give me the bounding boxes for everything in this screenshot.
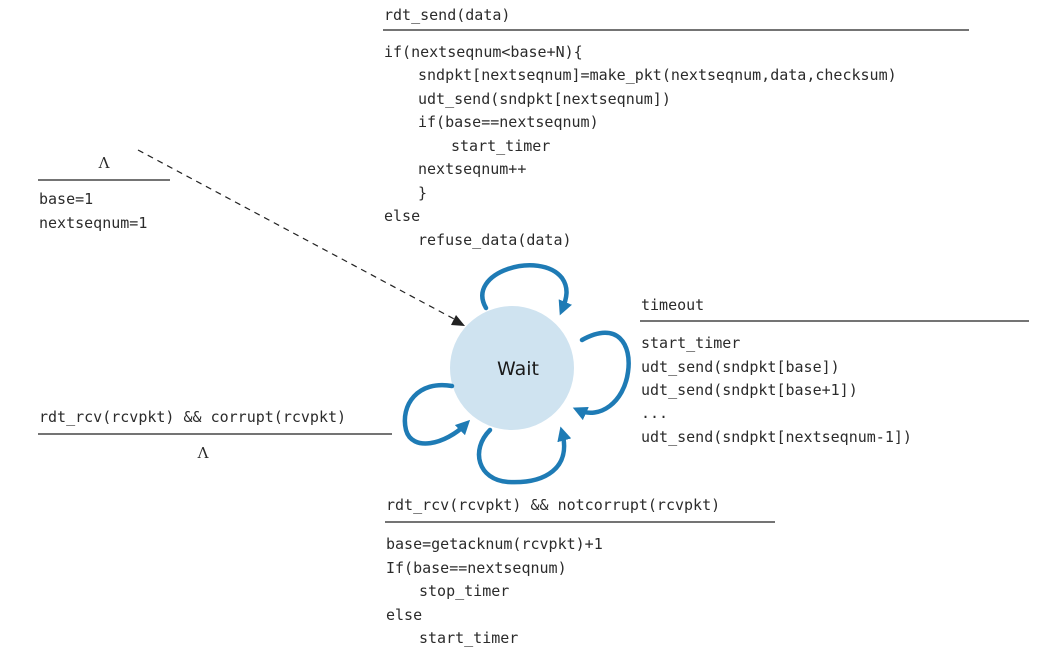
send-action-line: sndpkt[nextseqnum]=make_pkt(nextseqnum,d… (418, 66, 897, 84)
notcorrupt-action-line: If(base==nextseqnum) (386, 559, 567, 577)
send-action-line: refuse_data(data) (418, 231, 572, 249)
init-action-line: base=1 (39, 190, 93, 208)
timeout-action-line: udt_send(sndpkt[base]) (641, 358, 840, 376)
wait-state-label: Wait (497, 358, 539, 380)
timeout-action-line: udt_send(sndpkt[nextseqnum-1]) (641, 428, 912, 446)
send-action-line: } (418, 184, 427, 202)
notcorrupt-action-line: base=getacknum(rcvpkt)+1 (386, 535, 603, 553)
timeout-action-line: udt_send(sndpkt[base+1]) (641, 381, 858, 399)
send-action-line: if(nextseqnum<base+N){ (384, 43, 583, 61)
send-action-line: start_timer (451, 137, 550, 155)
self-loop-bottom (476, 426, 572, 485)
initial-transition-arrow (137, 149, 457, 321)
init-event-label: Λ (98, 154, 110, 172)
notcorrupt-event-label: rdt_rcv(rcvpkt) && notcorrupt(rcvpkt) (386, 496, 720, 514)
timeout-action-line: start_timer (641, 334, 740, 352)
wait-state-circle[interactable] (450, 306, 574, 430)
send-action-line: udt_send(sndpkt[nextseqnum]) (418, 90, 671, 108)
notcorrupt-action-line: start_timer (419, 629, 518, 647)
timeout-action-line: ... (641, 404, 668, 422)
notcorrupt-action-line: else (386, 606, 422, 624)
send-action-line: nextseqnum++ (418, 160, 526, 178)
send-event-label: rdt_send(data) (384, 6, 510, 24)
notcorrupt-action-line: stop_timer (419, 582, 509, 600)
self-loop-top (480, 263, 572, 316)
init-action-line: nextseqnum=1 (39, 214, 147, 232)
timeout-event-label: timeout (641, 296, 704, 314)
corrupt-event-label: rdt_rcv(rcvpkt) && corrupt(rcvpkt) (39, 408, 346, 426)
self-loop-right (572, 330, 631, 421)
send-action-line: else (384, 207, 420, 225)
self-loop-left (402, 382, 471, 446)
initial-arrowhead (451, 315, 465, 326)
corrupt-action-label: Λ (197, 444, 209, 462)
send-action-line: if(base==nextseqnum) (418, 113, 599, 131)
